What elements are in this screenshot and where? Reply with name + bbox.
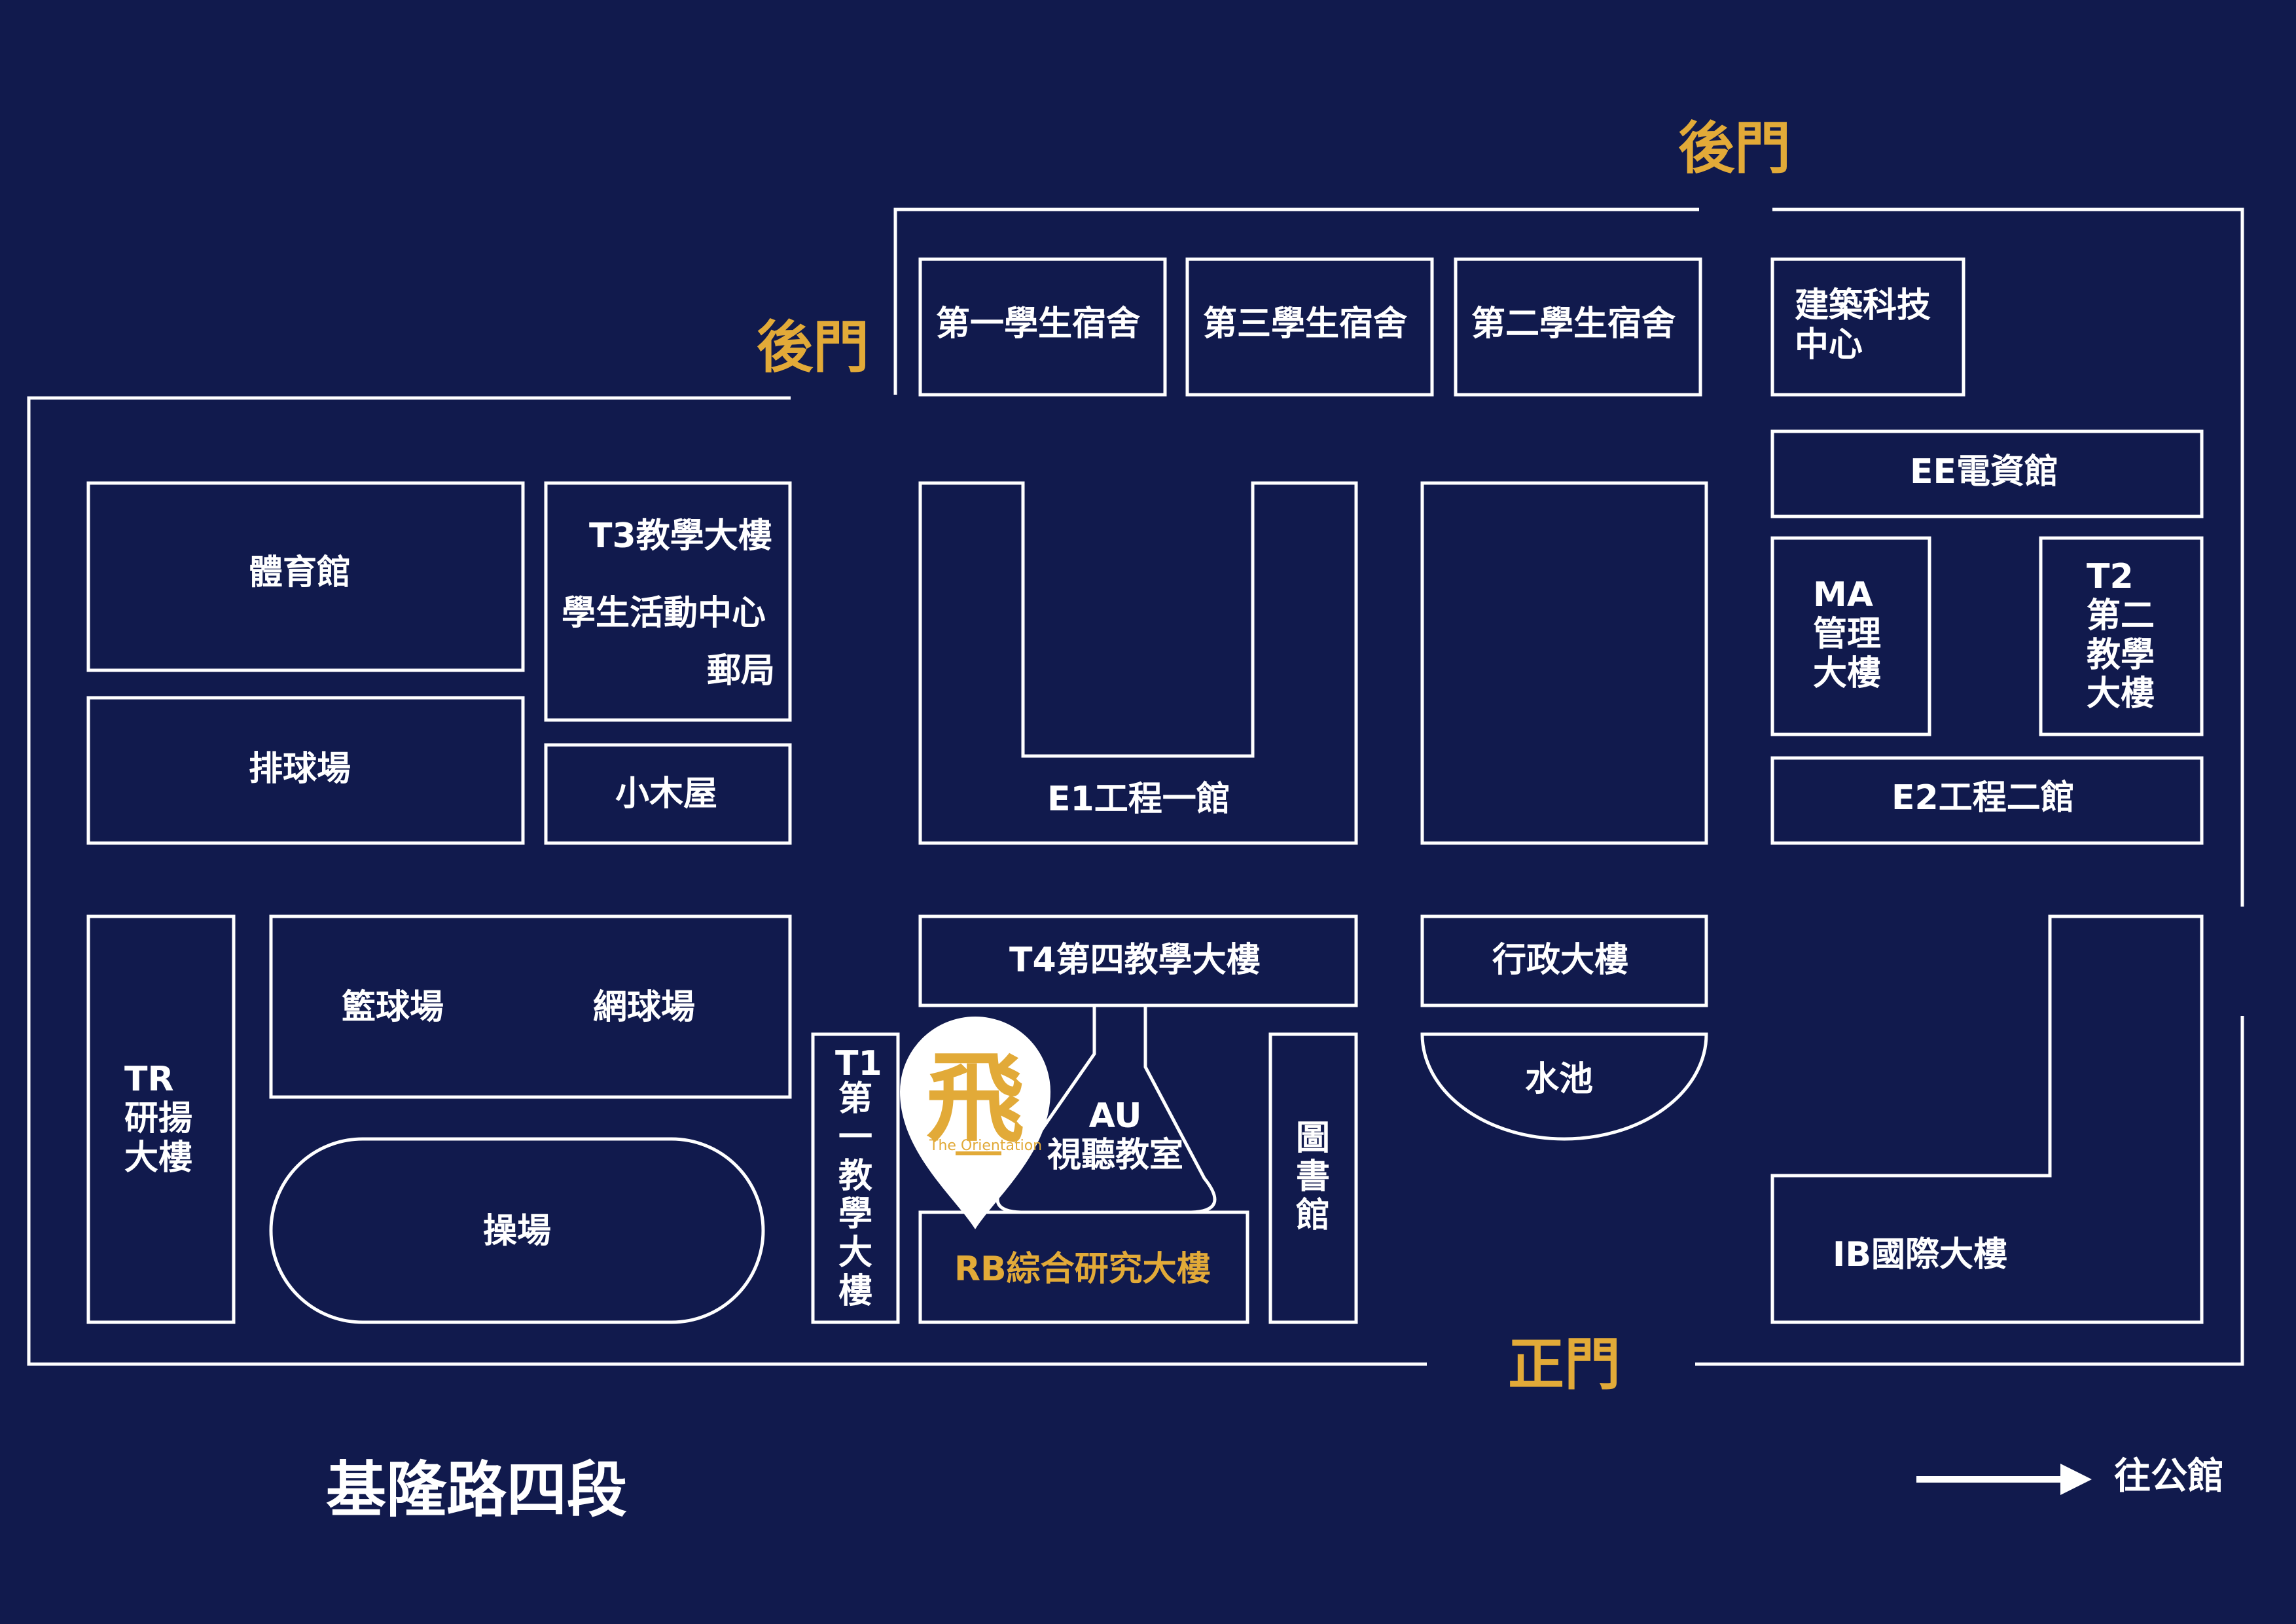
road-label: 基隆路四段 xyxy=(326,1455,628,1525)
label-rb: RB綜合研究大樓 xyxy=(954,1250,1211,1289)
label-gym: 體育館 xyxy=(249,553,351,592)
building-t2 xyxy=(2039,536,2204,736)
label-student-center: 學生活動中心 xyxy=(562,594,766,633)
label-dorm3: 第三學生宿舍 xyxy=(1203,304,1408,344)
label-au: AU 視聽教室 xyxy=(1047,1096,1184,1175)
label-tennis: 網球場 xyxy=(593,988,696,1027)
building-field xyxy=(269,1137,765,1324)
label-e2: E2工程二館 xyxy=(1892,778,2075,818)
building-pond xyxy=(1420,1032,1708,1141)
label-dorm1: 第一學生宿舍 xyxy=(936,304,1141,344)
building-ma xyxy=(1770,536,1931,736)
building-dorm2 xyxy=(1454,257,1702,397)
building-t1 xyxy=(811,1032,900,1324)
label-ma: MA 管理 大樓 xyxy=(1813,575,1882,693)
label-basketball: 籃球場 xyxy=(342,988,444,1027)
map-pin-icon: 飛 xyxy=(900,1017,1050,1229)
building-e1 xyxy=(918,481,1358,845)
direction-label: 往公館 xyxy=(2114,1455,2224,1498)
building-tr xyxy=(86,914,236,1324)
campus-boundary-right-bottom xyxy=(1695,1016,2244,1366)
label-e1: E1工程一館 xyxy=(1047,780,1230,819)
label-arch-center: 建築科技 中心 xyxy=(1795,286,1931,365)
main-gate-label: 正門 xyxy=(1508,1332,1621,1398)
label-ib: IB國際大樓 xyxy=(1833,1235,2007,1274)
label-dorm2: 第二學生宿舍 xyxy=(1471,304,1676,344)
campus-boundary-top xyxy=(893,208,1699,395)
back-gate-top-label: 後門 xyxy=(1678,116,1791,181)
label-volleyball: 排球場 xyxy=(249,749,351,789)
building-t4 xyxy=(918,914,1358,1007)
building-rb xyxy=(918,1210,1249,1324)
building-e2 xyxy=(1770,756,2204,845)
building-gym xyxy=(86,481,525,672)
building-admin xyxy=(1420,914,1708,1007)
building-ib xyxy=(1770,914,2204,1324)
building-unlabeled-block xyxy=(1420,481,1708,845)
label-library: 圖書館 xyxy=(1295,1119,1330,1235)
label-t4: T4第四教學大樓 xyxy=(1009,941,1261,980)
label-cabin: 小木屋 xyxy=(615,774,718,814)
building-dorm3 xyxy=(1185,257,1434,397)
building-volleyball xyxy=(86,696,525,845)
label-tr: TR 研揚 大樓 xyxy=(124,1060,193,1178)
label-field: 操場 xyxy=(483,1212,552,1251)
campus-boundary-left xyxy=(27,396,1427,1366)
marker-glyph: 飛 xyxy=(926,1042,1024,1156)
building-ee xyxy=(1770,429,2204,518)
label-pond: 水池 xyxy=(1525,1060,1594,1099)
campus-boundary-right-top xyxy=(1772,208,2244,907)
marker-caption: The Orientation xyxy=(929,1138,1043,1154)
label-t1-name: 第一教學大樓 xyxy=(838,1079,872,1311)
building-cabin xyxy=(544,743,792,845)
building-arch-center xyxy=(1770,257,1965,397)
label-ee: EE電資館 xyxy=(1910,452,2059,492)
label-post-office: 郵局 xyxy=(707,651,776,691)
label-t2: T2 第二 教學 大樓 xyxy=(2087,557,2155,714)
label-t1-code: T1 xyxy=(835,1044,882,1083)
back-gate-left-label: 後門 xyxy=(757,315,869,380)
label-t3: T3教學大樓 xyxy=(589,516,772,556)
arrow-right-icon xyxy=(1916,1464,2092,1495)
building-t3 xyxy=(544,481,792,722)
label-admin: 行政大樓 xyxy=(1492,941,1629,980)
building-dorm1 xyxy=(918,257,1167,397)
building-courts xyxy=(269,914,792,1099)
building-library xyxy=(1268,1032,1358,1324)
